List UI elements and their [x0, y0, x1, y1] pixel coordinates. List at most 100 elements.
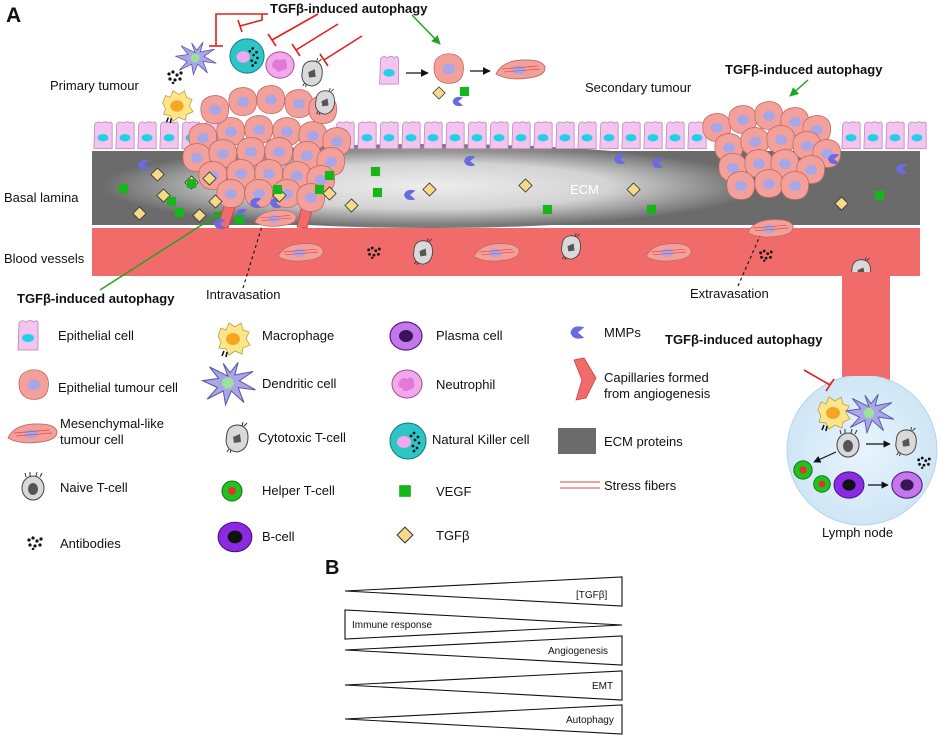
- epithelial-cell: [511, 121, 531, 150]
- legend-capillary-icon: [573, 357, 597, 401]
- tumour-cell: [228, 87, 258, 116]
- activation-arrow-left: [99, 211, 223, 291]
- emt-gradient-label: EMT: [592, 681, 613, 692]
- tumour-cell: [216, 179, 246, 208]
- lymph-inhibit-bar: [825, 378, 835, 392]
- immune-gradient: [344, 609, 623, 640]
- panel-a-label: A: [6, 4, 21, 27]
- emt-vegf: [459, 86, 470, 97]
- inhibition-lines-top: [209, 13, 363, 67]
- cytotoxic-t-cell-top: [301, 57, 323, 88]
- epithelial-cell: [907, 121, 927, 150]
- autophagy-gradient-label: Autophagy: [566, 715, 614, 726]
- vegf-0: [118, 183, 129, 194]
- legend-nk-label: Natural Killer cell: [432, 432, 530, 447]
- legend-naive-icon: [21, 471, 45, 501]
- emt-mmp: [452, 96, 463, 107]
- vegf-12: [874, 190, 885, 201]
- vegf-1: [166, 196, 177, 207]
- legend-dendritic-label: Dendritic cell: [262, 376, 337, 391]
- lymph-b-cell: [833, 471, 865, 499]
- legend-antibodies-icon: [27, 536, 43, 550]
- emt-tgfb: [432, 86, 446, 100]
- epithelial-cell: [137, 121, 157, 150]
- epithelial-cell: [621, 121, 641, 150]
- lymph-vessel-top: [842, 272, 890, 376]
- legend-antibodies-label: Antibodies: [60, 536, 121, 551]
- epithelial-cell: [159, 121, 179, 150]
- epithelial-cell: [489, 121, 509, 150]
- legend-neutrophil-icon: [391, 369, 423, 399]
- vegf-8: [370, 166, 381, 177]
- epithelial-cell: [885, 121, 905, 150]
- legend-mmp-icon: [570, 326, 585, 339]
- tumour-cell: [780, 171, 810, 200]
- legend-mesenchymal-icon: [7, 423, 58, 444]
- emt-mesenchymal-cell: [495, 59, 546, 80]
- epithelial-cell: [533, 121, 553, 150]
- vegf-5: [272, 184, 283, 195]
- tumour-cell: [256, 85, 286, 114]
- epithelial-cell: [841, 121, 861, 150]
- epithelial-cell: [555, 121, 575, 150]
- epithelial-cell: [357, 121, 377, 150]
- legend-mesenchymal-label-1: Mesenchymal-like: [60, 416, 164, 431]
- legend: Epithelial cell Epithelial tumour cell M…: [7, 320, 711, 553]
- legend-bcell-label: B-cell: [262, 529, 295, 544]
- antibodies-top: [167, 70, 183, 84]
- extravasation-label: Extravasation: [690, 286, 769, 301]
- tumour-cell: [244, 179, 274, 208]
- epithelial-cell: [379, 121, 399, 150]
- blood-vessels-label: Blood vessels: [4, 251, 85, 266]
- autophagy-label-secondary: TGFβ-induced autophagy: [725, 62, 883, 77]
- epithelial-cell: [599, 121, 619, 150]
- epithelial-cell: [445, 121, 465, 150]
- tumour-cell: [754, 169, 784, 198]
- intravasation-pointer: [242, 225, 263, 289]
- legend-cytotoxic-icon: [225, 421, 249, 454]
- epithelial-cell: [401, 121, 421, 150]
- legend-cytotoxic-label: Cytotoxic T-cell: [258, 430, 346, 445]
- legend-capillary-label-2: from angiogenesis: [604, 386, 711, 401]
- activation-arrow-secondary: [789, 79, 809, 97]
- macrophage-top: [161, 89, 194, 124]
- legend-vegf-icon: [399, 485, 411, 497]
- vegf-6: [314, 184, 325, 195]
- vegf-4: [234, 214, 245, 225]
- legend-dendritic-icon: [201, 361, 257, 406]
- legend-plasma-icon: [389, 321, 423, 351]
- activation-arrow-top: [411, 14, 441, 45]
- secondary-tumour-label: Secondary tumour: [585, 80, 692, 95]
- tissue-scene: [92, 13, 938, 526]
- legend-macrophage-icon: [217, 322, 251, 358]
- legend-mmp-label: MMPs: [604, 325, 641, 340]
- lymph-inhibit-line: [803, 369, 831, 386]
- primary-tumour-label: Primary tumour: [50, 78, 140, 93]
- legend-plasma-label: Plasma cell: [436, 328, 503, 343]
- legend-capillary-label-1: Capillaries formed: [604, 370, 709, 385]
- epithelial-cell: [643, 121, 663, 150]
- legend-vegf-label: VEGF: [436, 484, 471, 499]
- cytotoxic-t-cell-top-2: [315, 87, 335, 116]
- legend-macrophage-label: Macrophage: [262, 328, 334, 343]
- epithelial-cell: [93, 121, 113, 150]
- legend-naive-label: Naive T-cell: [60, 480, 128, 495]
- legend-neutrophil-label: Neutrophil: [436, 377, 495, 392]
- nk-cell-top: [229, 38, 265, 74]
- autophagy-label-top: TGFβ-induced autophagy: [270, 1, 428, 16]
- autophagy-gradient: [344, 704, 623, 735]
- tgfb-gradient: [344, 576, 623, 607]
- emt-tumour-cell: [433, 53, 464, 84]
- vegf-11: [646, 204, 657, 215]
- legend-nk-icon: [389, 422, 427, 460]
- epithelial-cell: [863, 121, 883, 150]
- neutrophil-top: [265, 51, 295, 79]
- legend-tgfb-label: TGFβ: [436, 528, 469, 543]
- lymph-plasma-cell: [891, 471, 923, 499]
- tumour-cell: [766, 125, 796, 154]
- lymph-naive-t-cell: [836, 428, 860, 458]
- epithelial-cell: [577, 121, 597, 150]
- angio-gradient-label: Angiogenesis: [548, 646, 608, 657]
- vegf-2: [174, 207, 185, 218]
